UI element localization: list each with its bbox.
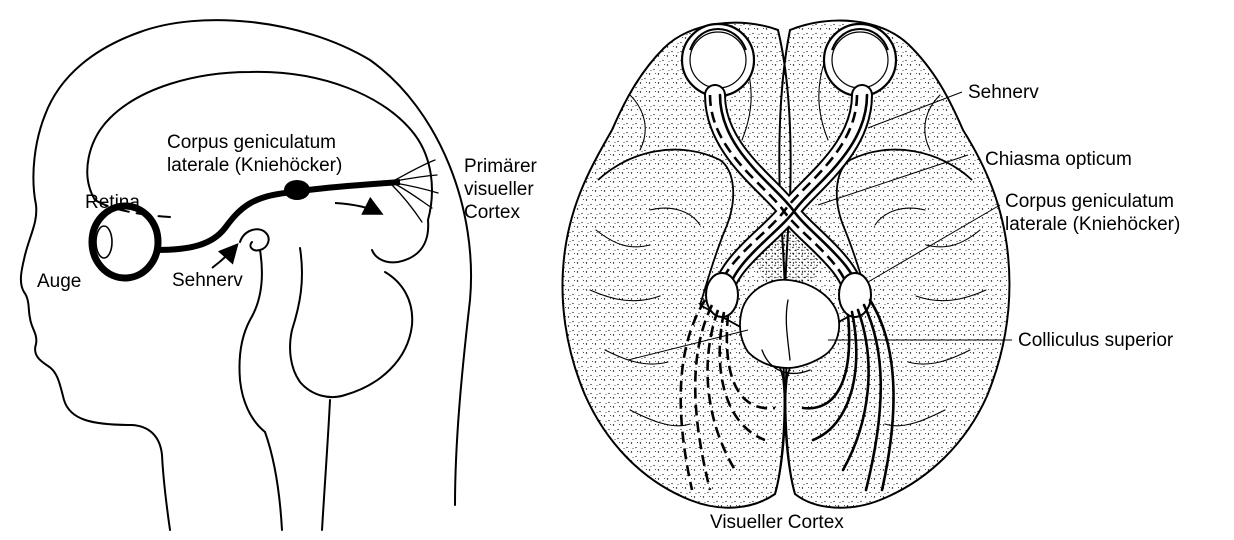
label-optic-nerve-right: Sehnerv: [968, 82, 1039, 103]
cerebellum-outline: [345, 272, 412, 395]
label-visual-cortex-line2: visueller: [464, 179, 534, 200]
brainstem-outline: [239, 250, 265, 432]
brainstem-outline-rear: [290, 248, 345, 397]
label-lgn-right-line1: Corpus geniculatum: [1005, 191, 1174, 212]
right-panel-brain-ventral-view: Sehnerv Chiasma opticum Corpus geniculat…: [562, 21, 1180, 533]
label-visual-cortex-line3: Cortex: [464, 202, 520, 223]
spinal-cord-outline-rear: [322, 400, 330, 530]
occipital-lobe-outline: [372, 220, 428, 262]
left-hemisphere: [562, 23, 790, 508]
pituitary-structure: [240, 229, 269, 250]
label-retina: Retina: [85, 192, 140, 213]
label-lgn-right-line2: laterale (Kniehöcker): [1005, 214, 1180, 235]
spinal-cord-outline: [265, 432, 282, 530]
label-visual-cortex-line1: Primärer: [464, 156, 538, 177]
arrow-to-cortex: [335, 203, 380, 213]
eyeball-left: [92, 206, 158, 278]
lgn-nucleus: [284, 180, 310, 200]
label-visual-cortex-bottom: Visueller Cortex: [710, 512, 844, 533]
label-colliculus: Colliculus superior: [1018, 330, 1174, 351]
label-optic-nerve: Sehnerv: [172, 270, 243, 291]
label-chiasm: Chiasma opticum: [985, 149, 1132, 170]
left-panel-head-side-view: Corpus geniculatum laterale (Kniehöcker)…: [21, 20, 538, 530]
optic-nerve-tract: [156, 192, 295, 250]
label-eye: Auge: [37, 271, 81, 292]
label-lgn-line1: Corpus geniculatum: [167, 132, 336, 153]
eye-lens: [96, 226, 112, 258]
label-lgn-line2: laterale (Kniehöcker): [167, 155, 342, 176]
head-profile-outline: [21, 20, 471, 530]
arrow-optic-nerve: [212, 246, 236, 268]
